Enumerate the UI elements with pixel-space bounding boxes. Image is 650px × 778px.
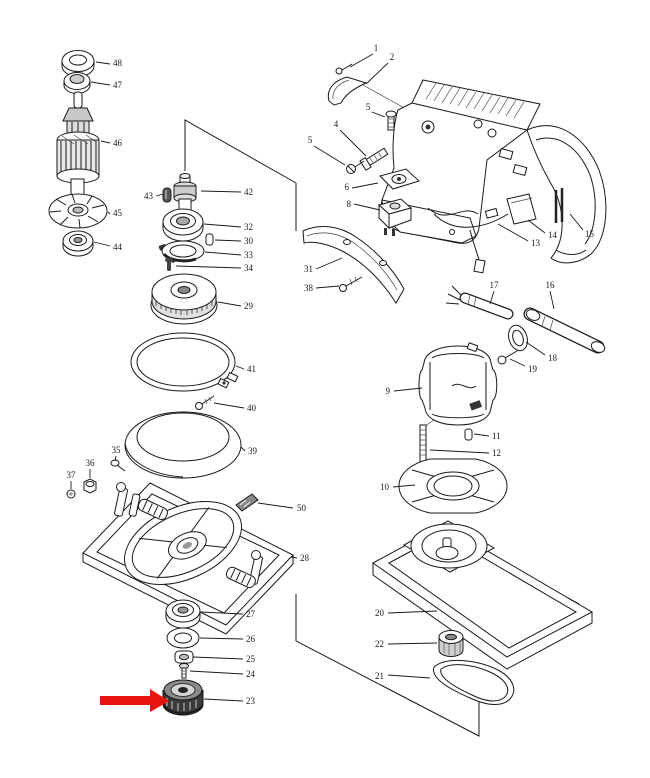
part-19-screw	[497, 350, 518, 365]
highlight-arrow-part-23	[100, 689, 169, 712]
part-44-bearing	[62, 230, 94, 257]
part-48-bearing	[61, 50, 95, 77]
callout-27: 27	[246, 609, 256, 619]
part-43-pin	[162, 187, 172, 203]
callout-33: 33	[244, 250, 254, 260]
part-32-bearing	[162, 208, 204, 242]
part-35-screw	[110, 459, 126, 472]
callout-26: 26	[246, 634, 256, 644]
callout-1: 1	[374, 43, 379, 53]
callout-32: 32	[244, 222, 253, 232]
callout-21: 21	[375, 671, 384, 681]
part-5-bolt-upper	[385, 110, 397, 131]
part-28-base-assembly	[82, 482, 294, 635]
callout-44: 44	[113, 242, 123, 252]
callout-37: 37	[67, 470, 77, 480]
part-50-paper-clamp	[235, 493, 259, 512]
part-29-pulley-drum	[150, 273, 218, 325]
part-20-housing-cover	[372, 520, 594, 670]
part-27-bearing	[165, 599, 201, 629]
callout-43: 43	[144, 191, 154, 201]
part-14-noise-suppressor	[506, 193, 537, 225]
part-10-baffle-plate	[398, 458, 508, 514]
callout-41: 41	[247, 364, 256, 374]
callout-24: 24	[246, 669, 256, 679]
callout-42: 42	[244, 187, 253, 197]
part-8-switch	[377, 198, 413, 236]
part-38-screw	[339, 276, 363, 292]
part-housing-motor	[380, 79, 541, 244]
part-34-screw	[165, 257, 173, 271]
callout-34: 34	[244, 263, 254, 273]
part-23-pulley-highlighted	[162, 679, 204, 716]
callout-14: 14	[548, 230, 558, 240]
callout-13: 13	[531, 238, 541, 248]
callout-15: 15	[585, 229, 595, 239]
part-5-screw-lower	[346, 160, 365, 174]
callout-5-upper: 5	[366, 102, 371, 112]
part-9-field-stator	[418, 342, 498, 426]
callout-10: 10	[380, 482, 390, 492]
callout-11: 11	[492, 431, 501, 441]
part-31-cover-plate	[302, 225, 405, 304]
callout-25: 25	[246, 654, 256, 664]
part-47-insulator	[63, 72, 91, 94]
callout-50: 50	[297, 503, 307, 513]
callout-47: 47	[113, 80, 123, 90]
callout-22: 22	[375, 639, 384, 649]
callout-31: 31	[304, 264, 313, 274]
callout-36: 36	[86, 458, 96, 468]
part-24-screw	[179, 663, 189, 679]
callout-40: 40	[247, 403, 257, 413]
callout-30: 30	[244, 236, 254, 246]
part-46-armature	[56, 91, 100, 213]
part-4-bolt	[359, 147, 389, 171]
callout-4: 4	[334, 119, 339, 129]
callout-29: 29	[244, 301, 254, 311]
callout-5-lower: 5	[308, 135, 313, 145]
part-41-clamp-ring	[130, 332, 239, 392]
callout-46: 46	[113, 138, 123, 148]
part-37-washer	[66, 489, 76, 499]
callout-20: 20	[375, 608, 385, 618]
part-16-cord-guard	[523, 307, 606, 354]
callouts-layer: 48 47 46 45 44 43 42 32 30 33 34 29 41 4…	[67, 43, 595, 706]
callout-35: 35	[112, 445, 122, 455]
part-45-fan	[48, 193, 108, 229]
callout-39: 39	[248, 446, 258, 456]
part-30-pin	[205, 233, 214, 246]
part-18-grommet	[508, 324, 528, 352]
callout-45: 45	[113, 208, 123, 218]
part-36-sleeve	[83, 478, 97, 494]
part-40-screw	[195, 395, 215, 410]
part-13-connector	[484, 207, 499, 219]
callout-18: 18	[548, 353, 558, 363]
part-15-housing-handle	[526, 125, 607, 264]
callout-48: 48	[113, 58, 123, 68]
part-39-dust-ring	[124, 411, 242, 479]
part-26-seal-ring	[166, 627, 200, 649]
callout-12: 12	[492, 448, 501, 458]
callout-2: 2	[390, 52, 395, 62]
part-22-rubber-nut	[438, 630, 464, 657]
callout-16: 16	[546, 280, 556, 290]
wiring-harness	[427, 207, 509, 274]
part-6-switch-plate	[379, 168, 420, 190]
part-25-washer-plate	[174, 650, 194, 664]
callout-6: 6	[345, 182, 350, 192]
callout-23: 23	[246, 696, 256, 706]
part-2-plate	[327, 76, 368, 106]
part-33-retainer-ring	[158, 240, 205, 263]
part-21-drive-belt	[433, 659, 515, 705]
callout-17: 17	[490, 280, 500, 290]
part-1-screw	[335, 63, 353, 75]
part-17-power-cord	[445, 285, 514, 320]
callout-9: 9	[386, 386, 391, 396]
callout-28: 28	[300, 553, 310, 563]
part-11-pin	[464, 428, 473, 441]
callout-8: 8	[347, 199, 352, 209]
callout-19: 19	[528, 364, 538, 374]
callout-38: 38	[304, 283, 314, 293]
